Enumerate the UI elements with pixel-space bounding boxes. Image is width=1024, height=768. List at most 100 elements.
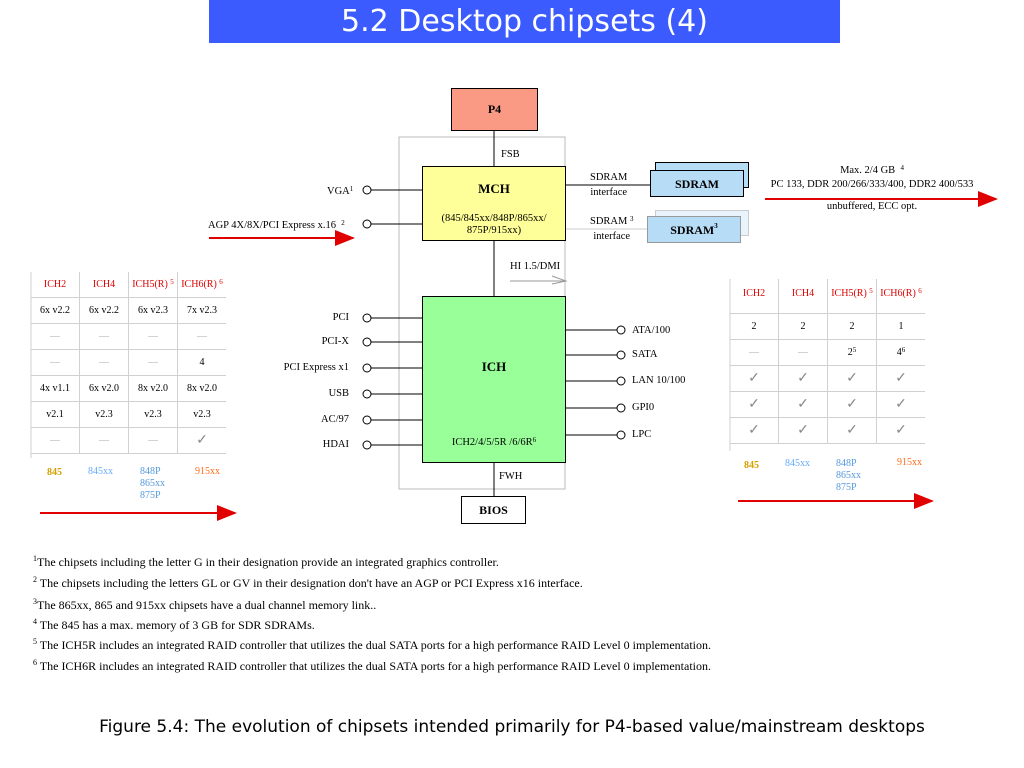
sdram-label-1: SDRAM (675, 177, 719, 191)
sdram-label-2: SDRAM3 (670, 222, 718, 238)
table-cell: 25 (827, 339, 877, 366)
mch-label: MCH (478, 181, 510, 196)
table-cell: 2 (730, 313, 779, 340)
check-icon: ✓ (778, 417, 828, 444)
table-cell: 4 (177, 349, 226, 376)
check-icon: ✓ (827, 417, 877, 444)
p4-processor-box: P4 (451, 88, 538, 131)
mch-models: (845/845xx/848P/865xx/ 875P/915xx) (441, 213, 547, 236)
table-cell: — (31, 349, 80, 376)
table-cell: 6x v2.2 (31, 297, 80, 324)
table-cell: ICH2 (31, 272, 80, 298)
table-row: 6x v2.2 6x v2.2 6x v2.3 7x v2.3 (31, 297, 226, 324)
sdram-module-1: SDRAM (650, 170, 744, 197)
footnote-3: 3The 865xx, 865 and 915xx chipsets have … (33, 597, 377, 613)
table-row: — — 25 46 (730, 339, 925, 366)
footnote-2: 2 The chipsets including the letters GL … (33, 575, 583, 591)
table-cell: — (128, 349, 178, 376)
port-ata100: ATA/100 (632, 325, 671, 336)
ich-models: ICH2/4/5/5R /6/6R6 (451, 436, 537, 449)
vga-label: VGA1 (327, 185, 354, 198)
port-lpc: LPC (632, 429, 652, 440)
check-icon: ✓ (827, 365, 877, 392)
footnote-4: 4 The 845 has a max. memory of 3 GB for … (33, 617, 315, 633)
port-sata: SATA (632, 349, 658, 360)
table-cell: — (79, 427, 129, 454)
table-cell: ICH4 (778, 279, 828, 314)
port-pci-x: PCI-X (321, 336, 349, 347)
left-ich-table: ICH2 ICH4 ICH5(R) 5 ICH6(R) 6 6x v2.2 6x… (31, 272, 226, 454)
table-cell: 6x v2.3 (128, 297, 178, 324)
table-cell: 6x v2.2 (79, 297, 129, 324)
gen-845xx-right: 845xx (785, 458, 810, 469)
table-cell: ICH4 (79, 272, 129, 298)
table-cell: ICH5(R) 5 (128, 272, 178, 298)
table-cell: — (128, 323, 178, 350)
table-cell: 2 (778, 313, 828, 340)
agp-label: AGP 4X/8X/PCI Express x.16 2 (208, 219, 345, 232)
port-lan: LAN 10/100 (632, 375, 686, 386)
check-icon: ✓ (876, 365, 925, 392)
footnote-1: 1The chipsets including the letter G in … (33, 554, 499, 570)
bios-label: BIOS (479, 503, 508, 517)
gen-845xx-left: 845xx (88, 466, 113, 477)
check-icon: ✓ (177, 427, 226, 454)
table-cell: v2.3 (128, 401, 178, 428)
footnote-5: 5 The ICH5R includes an integrated RAID … (33, 637, 711, 653)
table-cell: 46 (876, 339, 925, 366)
table-cell: — (177, 323, 226, 350)
port-hdai: HDAI (322, 439, 349, 450)
table-row: ✓ ✓ ✓ ✓ (730, 417, 925, 444)
table-header-row: ICH2 ICH4 ICH5(R) 5 ICH6(R) 6 (730, 279, 925, 314)
fwh-label: FWH (499, 471, 523, 482)
table-cell: v2.3 (177, 401, 226, 428)
check-icon: ✓ (876, 391, 925, 418)
bios-box: BIOS (461, 496, 526, 524)
ich-label: ICH (481, 359, 507, 374)
table-cell: ICH2 (730, 279, 779, 314)
sdram-module-2: SDRAM3 (647, 216, 741, 243)
check-icon: ✓ (730, 391, 779, 418)
table-row: — — — ✓ (31, 427, 226, 454)
fsb-label: FSB (501, 149, 520, 160)
check-icon: ✓ (730, 417, 779, 444)
table-cell: — (79, 323, 129, 350)
footnote-6: 6 The ICH6R includes an integrated RAID … (33, 658, 711, 674)
table-row: — — — 4 (31, 349, 226, 376)
port-gpio: GPI0 (632, 402, 655, 413)
table-cell: — (778, 339, 828, 366)
p4-label: P4 (487, 102, 502, 116)
figure-caption: Figure 5.4: The evolution of chipsets in… (99, 717, 925, 737)
check-icon: ✓ (876, 417, 925, 444)
ich-box: ICH ICH2/4/5/5R /6/6R6 (422, 296, 566, 463)
gen-845-left: 845 (47, 467, 62, 478)
table-cell: ICH6(R) 6 (876, 279, 925, 314)
port-usb: USB (328, 388, 349, 399)
port-pci: PCI (332, 312, 349, 323)
table-row: 2 2 2 1 (730, 313, 925, 340)
mch-box: MCH (845/845xx/848P/865xx/ 875P/915xx) (422, 166, 566, 241)
table-cell: ICH5(R) 5 (827, 279, 877, 314)
hi-dmi-label: HI 1.5/DMI (510, 261, 561, 272)
table-row: — — — — (31, 323, 226, 350)
port-ac97: AC/97 (320, 414, 349, 425)
check-icon: ✓ (827, 391, 877, 418)
table-cell: 8x v2.0 (177, 375, 226, 402)
check-icon: ✓ (778, 391, 828, 418)
table-cell: — (31, 323, 80, 350)
table-cell: 1 (876, 313, 925, 340)
port-pci-express-x1: PCI Express x1 (283, 362, 349, 373)
right-ich-table: ICH2 ICH4 ICH5(R) 5 ICH6(R) 6 2 2 2 1 — … (730, 279, 925, 444)
check-icon: ✓ (730, 365, 779, 392)
table-cell: — (730, 339, 779, 366)
table-cell: 8x v2.0 (128, 375, 178, 402)
table-cell: v2.3 (79, 401, 129, 428)
table-cell: 6x v2.0 (79, 375, 129, 402)
table-cell: — (128, 427, 178, 454)
table-row: ✓ ✓ ✓ ✓ (730, 391, 925, 418)
memory-info: Max. 2/4 GB 4 PC 133, DDR 200/266/333/40… (770, 164, 974, 213)
table-header-row: ICH2 ICH4 ICH5(R) 5 ICH6(R) 6 (31, 272, 226, 298)
